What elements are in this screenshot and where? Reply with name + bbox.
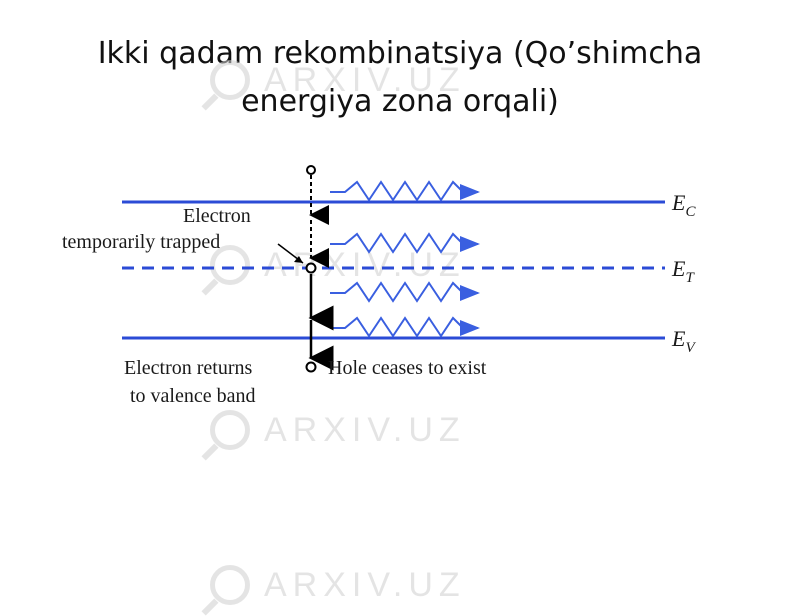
recombination-diagram: Electron temporarily trapped Electron re… (62, 165, 696, 407)
label-ev: EV (671, 326, 696, 356)
label-electron: Electron (183, 205, 251, 227)
label-electron-returns: Electron returns (124, 357, 252, 379)
search-icon (210, 245, 250, 285)
watermark: ARXIV.UZ (210, 410, 466, 450)
label-hole-ceases: Hole ceases to exist (328, 357, 487, 379)
label-ec: EC (671, 190, 696, 220)
emission-zigzag-3 (330, 281, 480, 303)
slide-title: Ikki qadam rekombinatsiya (Qo’shimcha en… (0, 30, 800, 126)
title-line-1: Ikki qadam rekombinatsiya (Qo’shimcha (97, 36, 703, 71)
label-et: ET (671, 256, 695, 286)
watermark: ARXIV.UZ (210, 245, 466, 285)
label-to-valence-band: to valence band (130, 385, 256, 407)
search-icon (210, 410, 250, 450)
hole-marker (305, 361, 317, 373)
trapped-pointer-head (294, 256, 303, 263)
emission-zigzag-2 (330, 232, 480, 254)
search-icon (210, 60, 250, 100)
watermark: ARXIV.UZ (210, 565, 466, 605)
title-line-2: energiya zona orqali) (241, 84, 559, 119)
emission-zigzag-1 (330, 180, 480, 202)
label-temporarily-trapped: temporarily trapped (62, 231, 220, 253)
trapped-electron-marker (305, 262, 317, 274)
emission-zigzag-4 (330, 316, 480, 338)
electron-start-marker (306, 165, 316, 175)
watermark: ARXIV.UZ (210, 60, 466, 100)
